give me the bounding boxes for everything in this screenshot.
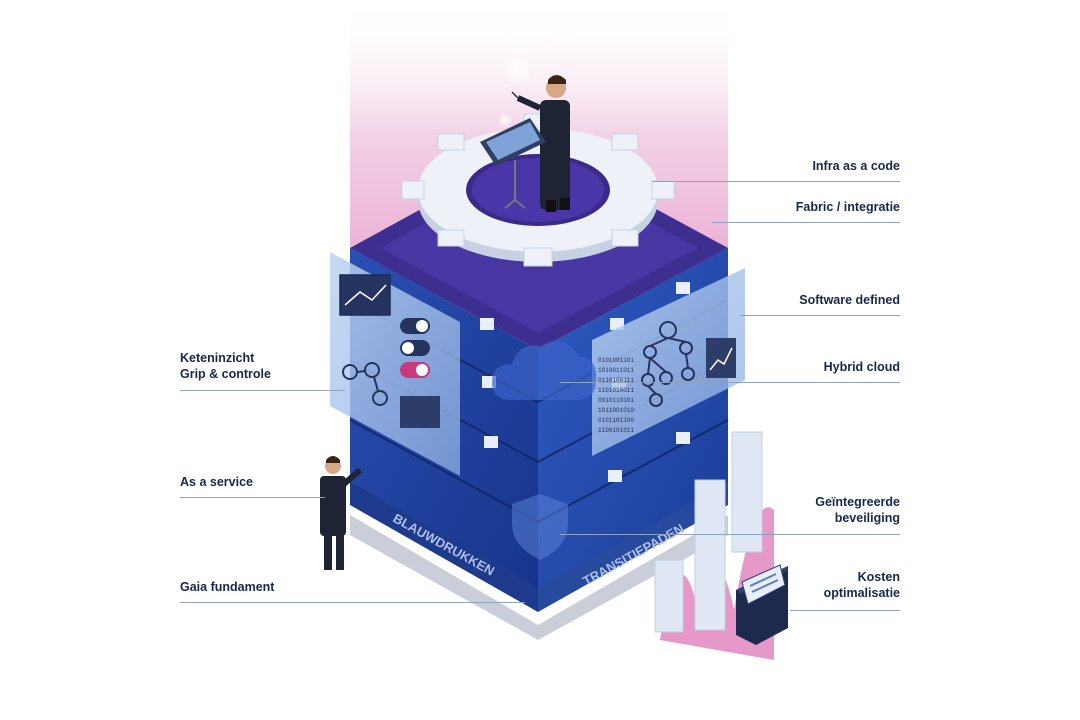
leader-line-geintegreerde [560, 534, 900, 535]
label-as-a-service: As a service [180, 474, 253, 490]
label-infra-as-code-text: Infra as a code [812, 159, 900, 173]
label-keteninzicht-line2: Grip & controle [180, 367, 271, 381]
gear [401, 113, 675, 267]
chart-icon [339, 274, 391, 316]
svg-text:1010011011: 1010011011 [598, 367, 634, 374]
label-software-defined: Software defined [799, 292, 900, 308]
label-as-a-service-text: As a service [180, 475, 253, 489]
kiosk [736, 564, 788, 645]
conductor-figure [480, 75, 570, 212]
leader-line-gaia [180, 602, 525, 603]
binary-text: 0101001101 1010011011 0110100111 110101001… [598, 357, 634, 434]
label-kosten-optimalisatie: Kosten optimalisatie [824, 569, 900, 601]
label-kosten-line2: optimalisatie [823, 586, 900, 600]
leader-line-hybrid [560, 382, 900, 383]
leader-line-as-a-service [180, 497, 325, 498]
label-keteninzicht: Keteninzicht Grip & controle [180, 350, 271, 382]
label-gaia-fundament: Gaia fundament [180, 579, 274, 595]
leader-line-fabric [712, 222, 900, 223]
label-geintegreerde-beveiliging: Geïntegreerde beveiliging [815, 494, 900, 526]
leader-line-kosten [790, 610, 900, 611]
base-plinth-right [538, 480, 728, 612]
label-geintegreerde-line1: Geïntegreerde [815, 495, 900, 509]
label-software-defined-text: Software defined [799, 293, 900, 307]
svg-text:0110100111: 0110100111 [598, 377, 634, 384]
leader-line-ketenzicht [180, 390, 345, 391]
base-plinth-left [350, 480, 538, 612]
label-fabric-text: Fabric / integratie [795, 200, 900, 214]
cloud-icon [492, 340, 597, 400]
flow-diagram-icon-right [641, 321, 695, 407]
leader-line-software [740, 315, 900, 316]
label-kosten-line1: Kosten [857, 570, 900, 584]
svg-text:0101001101: 0101001101 [598, 357, 634, 364]
label-keteninzicht-line1: Keteninzicht [180, 351, 255, 365]
shield-icon [512, 494, 568, 560]
presenter-figure [320, 456, 362, 570]
label-hybrid-cloud-text: Hybrid cloud [823, 360, 900, 374]
bar-chart-3d [654, 431, 763, 633]
svg-text:1101010011: 1101010011 [598, 387, 634, 394]
label-fabric-integratie: Fabric / integratie [796, 199, 900, 215]
label-infra-as-code: Infra as a code [812, 158, 900, 174]
label-gaia-text: Gaia fundament [180, 580, 275, 594]
svg-text:1100101011: 1100101011 [598, 427, 634, 434]
label-geintegreerde-line2: beveiliging [834, 511, 900, 525]
svg-text:0101101100: 0101101100 [598, 417, 634, 424]
flow-diagram-icon-left [342, 362, 388, 406]
label-hybrid-cloud: Hybrid cloud [824, 359, 900, 375]
leader-line-infra [652, 181, 900, 182]
svg-text:1011001010: 1011001010 [598, 407, 634, 414]
dashboard-panel-right [592, 268, 745, 456]
svg-text:0010110101: 0010110101 [598, 397, 634, 404]
